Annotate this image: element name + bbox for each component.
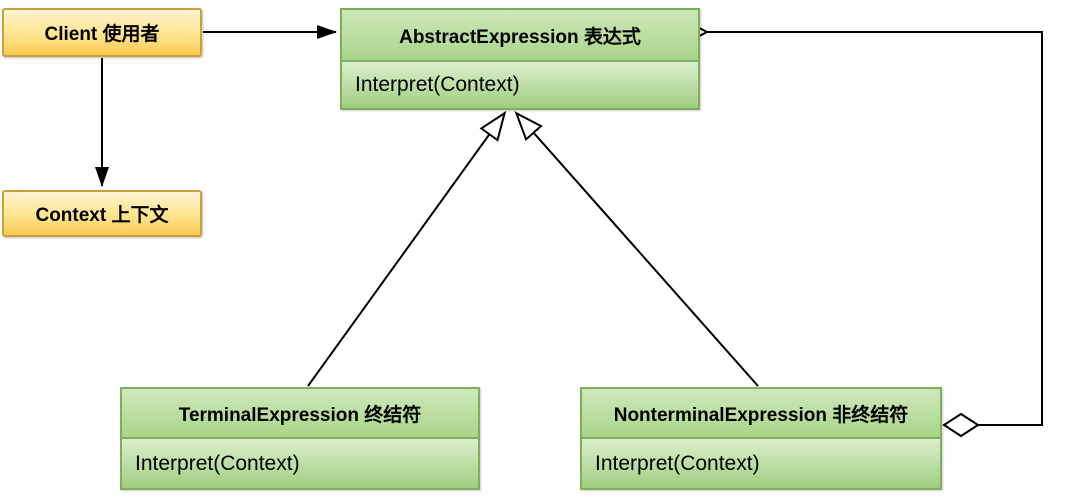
aggregation-diamond-icon <box>942 412 980 438</box>
class-nonterminal-expression-header: NonterminalExpression 非终结符 <box>582 389 940 439</box>
class-terminal-expression: TerminalExpression 终结符 Interpret(Context… <box>120 387 480 490</box>
class-client: Client 使用者 <box>2 8 202 57</box>
class-nonterminal-expression-body: Interpret(Context) <box>582 439 940 488</box>
class-context-label: Context 上下文 <box>35 205 169 226</box>
class-terminal-expression-header: TerminalExpression 终结符 <box>122 389 478 439</box>
terminal-generalization-line <box>307 110 507 387</box>
class-terminal-expression-body: Interpret(Context) <box>122 439 478 488</box>
class-abstract-expression-title: AbstractExpression 表达式 <box>399 26 641 48</box>
class-nonterminal-expression-title: NonterminalExpression 非终结符 <box>613 404 909 426</box>
class-client-label: Client 使用者 <box>44 24 160 45</box>
class-nonterminal-expression-method: Interpret(Context) <box>595 451 760 475</box>
class-abstract-expression: AbstractExpression 表达式 Interpret(Context… <box>340 8 700 110</box>
class-context: Context 上下文 <box>2 190 202 237</box>
aggregation-line <box>683 19 1043 426</box>
class-abstract-expression-method: Interpret(Context) <box>355 73 520 96</box>
class-nonterminal-expression: NonterminalExpression 非终结符 Interpret(Con… <box>580 387 942 490</box>
class-abstract-expression-header: AbstractExpression 表达式 <box>342 10 698 62</box>
nonterminal-generalization-line <box>514 111 759 387</box>
class-abstract-expression-body: Interpret(Context) <box>342 62 698 108</box>
class-terminal-expression-method: Interpret(Context) <box>135 451 300 475</box>
class-terminal-expression-title: TerminalExpression 终结符 <box>178 404 422 426</box>
